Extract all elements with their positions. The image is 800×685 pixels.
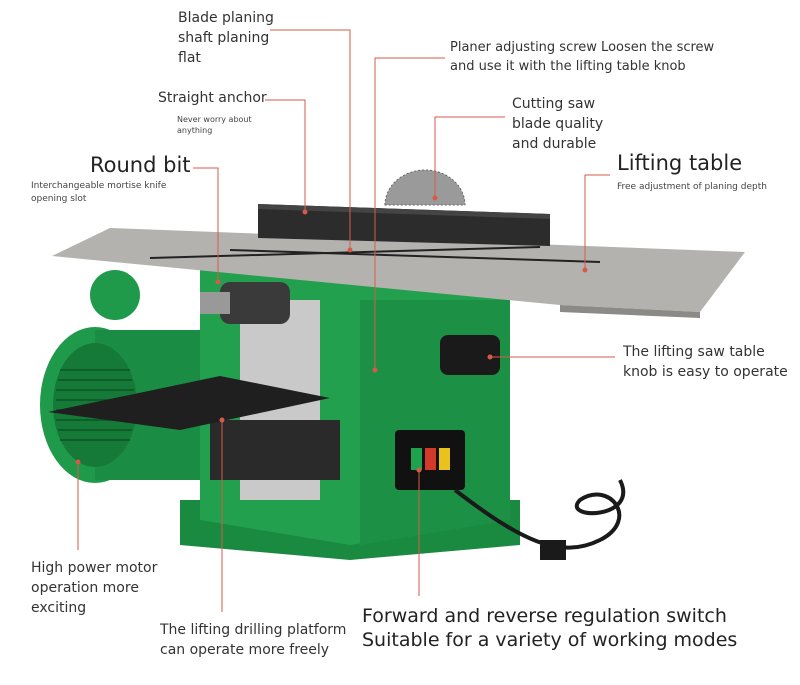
label-straight-anchor: Straight anchor xyxy=(158,90,267,106)
power-cable-illustration xyxy=(453,479,625,560)
drill-chuck-illustration xyxy=(200,282,290,324)
motor-illustration xyxy=(40,270,205,483)
label-saw-table-knob: The lifting saw table knob is easy to op… xyxy=(623,344,788,380)
label-lifting-table-sub: Free adjustment of planing depth xyxy=(617,182,767,192)
table-surface-illustration xyxy=(52,204,745,318)
saw-table-knob-illustration xyxy=(440,335,500,375)
switch-illustration xyxy=(395,430,465,490)
label-blade-planing: Blade planing shaft planing flat xyxy=(178,10,274,66)
callout-lines xyxy=(75,29,615,612)
label-lifting-table: Lifting table xyxy=(617,151,743,175)
label-cutting-saw: Cutting saw blade quality and durable xyxy=(512,96,604,152)
label-drilling-platform: The lifting drilling platform can operat… xyxy=(160,622,347,658)
label-high-power-motor: High power motor operation more exciting xyxy=(31,560,158,616)
saw-blade-illustration xyxy=(384,169,466,206)
drilling-platform-illustration xyxy=(48,376,330,430)
label-planer-adjusting-screw: Planer adjusting screw Loosen the screw … xyxy=(450,40,715,74)
label-round-bit: Round bit xyxy=(90,153,191,177)
label-round-bit-sub: Interchangeable mortise knife opening sl… xyxy=(31,181,167,204)
label-straight-anchor-sub: Never worry about anything xyxy=(177,115,252,135)
label-switch: Forward and reverse regulation switch Su… xyxy=(362,605,738,651)
